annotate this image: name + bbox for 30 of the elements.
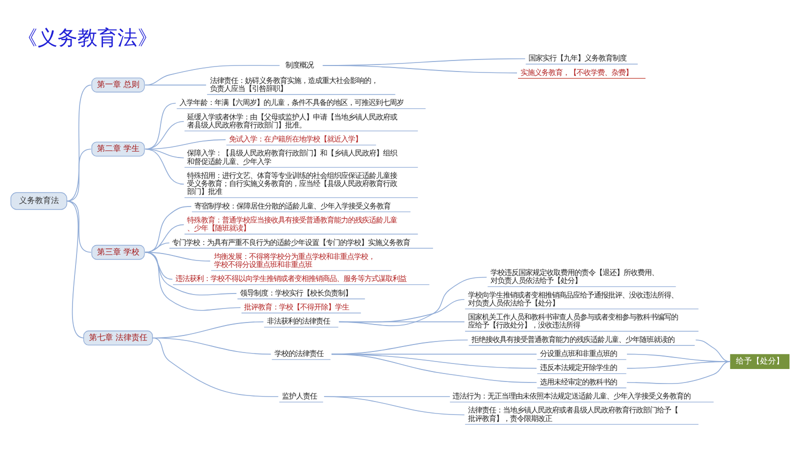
connector [152,338,272,355]
connector [338,321,465,322]
connector [66,200,84,338]
connector [324,396,465,416]
node-box: 义务教育法 [10,192,68,210]
connector [331,354,537,383]
connector [144,148,184,185]
connector [626,361,731,369]
connector [144,64,280,86]
connector [144,224,184,253]
connector [66,84,92,202]
node-box: 第二章 学生 [91,142,145,157]
connector [144,139,226,150]
connector [338,276,488,326]
connector [322,65,518,74]
connector [66,200,92,253]
connector [331,340,468,355]
node-box: 第一章 总则 [91,78,145,92]
connector [152,338,279,398]
connector [338,299,465,322]
connector [324,396,450,398]
node-box: 给予【处分】 [730,354,790,369]
connector [626,361,731,384]
connector [144,84,206,86]
connector [144,252,241,311]
node-box: 第三章 学校 [91,244,145,260]
node-box: 第七章 法律责任 [83,330,153,346]
connector [144,242,170,253]
diagram-title: 《义务教育法》 [17,26,158,50]
connector [144,206,192,253]
